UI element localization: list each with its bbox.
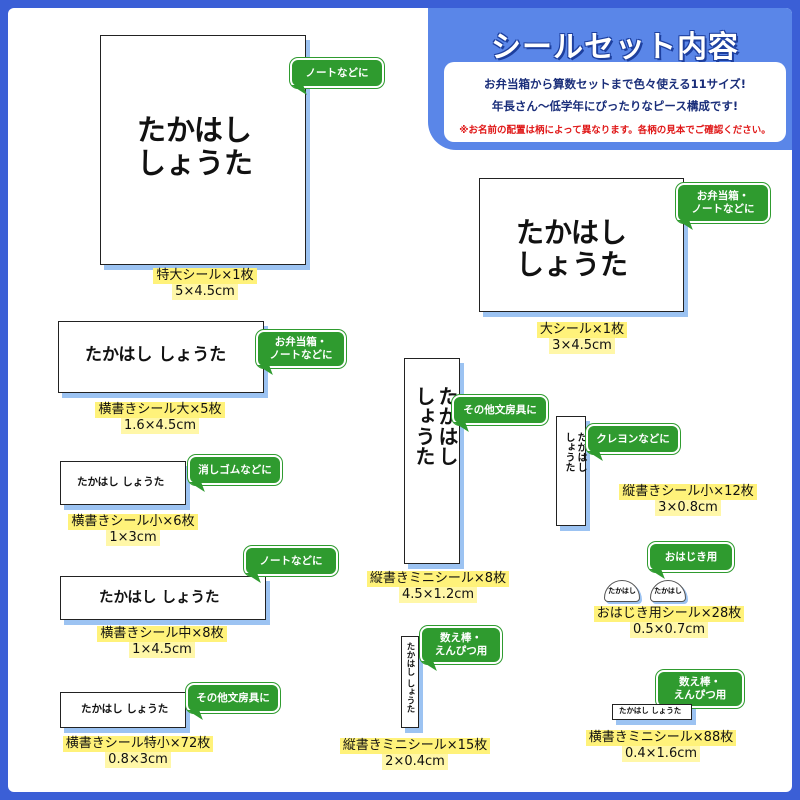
sticker-name: たかはし しょうた: [516, 216, 629, 282]
sticker-yoko-dai: たかはし しょうた: [58, 321, 264, 393]
caption-title: 縦書きミニシール×15枚: [339, 738, 491, 754]
caption-ohajiki: おはじき用シール×28枚 0.5×0.7cm: [574, 606, 764, 638]
caption-title: 大シール×1枚: [536, 322, 628, 338]
sticker-dai: たかはし しょうた: [479, 178, 684, 312]
use-bubble: お弁当箱・ ノートなどに: [256, 330, 346, 368]
sticker-name: たかはし しょうた: [619, 706, 682, 715]
caption-size: 1.6×4.5cm: [120, 418, 200, 434]
caption-title: 横書きシール中×8枚: [97, 626, 227, 642]
caption-yoko-tokusho: 横書きシール特小×72枚 0.8×3cm: [38, 736, 238, 768]
caption-tate-mini-15: 縦書きミニシール×15枚 2×0.4cm: [320, 738, 510, 770]
caption-tokudai: 特大シール×1枚 5×4.5cm: [110, 268, 300, 300]
sticker-yoko-sho: たかはし しょうた: [60, 461, 186, 505]
sticker-yoko-chu: たかはし しょうた: [60, 576, 266, 620]
sticker-name: たかはし しょうた: [81, 703, 169, 715]
caption-size: 0.8×3cm: [105, 752, 171, 768]
caption-size: 3×4.5cm: [549, 338, 615, 354]
caption-dai: 大シール×1枚 3×4.5cm: [492, 322, 672, 354]
caption-size: 2×0.4cm: [382, 754, 448, 770]
sticker-name: たかはし しょうた: [85, 345, 227, 365]
sticker-name: たかはし しょうた: [563, 432, 586, 472]
caption-title: おはじき用シール×28枚: [593, 606, 745, 622]
caption-size: 3×0.8cm: [655, 500, 721, 516]
caption-title: 縦書きシール小×12枚: [619, 484, 757, 500]
caption-size: 0.5×0.7cm: [629, 622, 709, 638]
sticker-name: たかはし しょうた: [137, 113, 254, 181]
caption-size: 0.4×1.6cm: [621, 746, 701, 762]
caption-title: 横書きミニシール×88枚: [585, 730, 737, 746]
caption-title: 横書きシール特小×72枚: [62, 736, 214, 752]
use-bubble: クレヨンなどに: [586, 424, 680, 454]
caption-size: 1×3cm: [106, 530, 160, 546]
use-bubble: おはじき用: [648, 542, 734, 572]
use-bubble: ノートなどに: [244, 546, 338, 576]
use-bubble: 数え棒・ えんぴつ用: [420, 626, 502, 664]
sticker-tokudai: たかはし しょうた: [100, 35, 306, 265]
use-bubble: その他文房具に: [452, 395, 548, 425]
caption-yoko-dai: 横書きシール大×5枚 1.6×4.5cm: [70, 402, 250, 434]
header-description-line-1: お弁当箱から算数セットまで色々使える11サイズ!: [483, 77, 747, 91]
use-bubble: お弁当箱・ ノートなどに: [676, 183, 770, 223]
sticker-tate-mini-8: [404, 358, 460, 564]
use-bubble: 消しゴムなどに: [188, 455, 282, 485]
page-title: シールセット内容: [491, 30, 739, 65]
caption-title: 横書きシール大×5枚: [95, 402, 225, 418]
sticker-name: たかはし しょうた: [77, 476, 165, 488]
caption-tate-sho: 縦書きシール小×12枚 3×0.8cm: [598, 484, 778, 516]
header-description-line-2: 年長さん～低学年にぴったりなピース構成です!: [491, 99, 739, 113]
caption-yoko-sho: 横書きシール小×6枚 1×3cm: [48, 514, 218, 546]
caption-tate-mini-8: 縦書きミニシール×8枚 4.5×1.2cm: [348, 571, 528, 603]
sticker-yoko-tokusho: たかはし しょうた: [60, 692, 186, 728]
sticker-name: たかはし しょうた: [412, 386, 459, 466]
sticker-name: たかはし しょうた: [99, 590, 220, 606]
ohajiki-chip: たかはし: [604, 580, 640, 602]
caption-yoko-mini-88: 横書きミニシール×88枚 0.4×1.6cm: [566, 730, 756, 762]
sticker-name: たかはし しょうた: [405, 642, 415, 713]
caption-title: 縦書きミニシール×8枚: [366, 571, 510, 587]
caption-size: 5×4.5cm: [172, 284, 238, 300]
sticker-yoko-mini-88: たかはし しょうた: [612, 704, 692, 720]
use-bubble: ノートなどに: [290, 58, 384, 88]
caption-size: 4.5×1.2cm: [398, 587, 478, 603]
header-description-box: [444, 62, 786, 142]
sticker-tate-mini-15: [401, 636, 419, 728]
caption-title: 特大シール×1枚: [153, 268, 257, 284]
caption-title: 横書きシール小×6枚: [68, 514, 198, 530]
caption-yoko-chu: 横書きシール中×8枚 1×4.5cm: [72, 626, 252, 658]
header-note: ※お名前の配置は柄によって異なります。各柄の見本でご確認ください。: [459, 125, 771, 136]
caption-size: 1×4.5cm: [129, 642, 195, 658]
sticker-tate-sho: [556, 416, 586, 526]
use-bubble: 数え棒・ えんぴつ用: [656, 670, 744, 708]
use-bubble: その他文房具に: [186, 683, 280, 713]
